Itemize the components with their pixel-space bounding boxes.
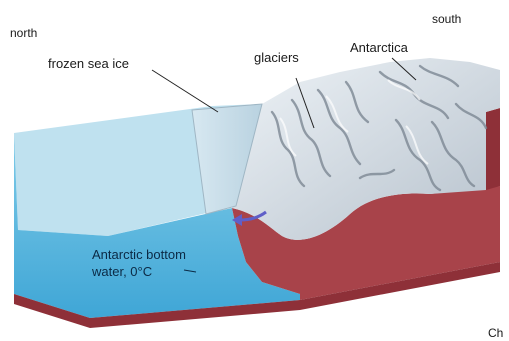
label-glaciers: glaciers [254, 50, 299, 65]
label-antarctica: Antarctica [350, 40, 408, 55]
label-north: north [10, 26, 37, 41]
leader-frozen-sea-ice [152, 70, 218, 112]
label-frozen-sea-ice: frozen sea ice [48, 56, 129, 71]
label-bottom-water-line1: Antarctic bottom [92, 246, 186, 263]
continent-side-rock [486, 108, 500, 190]
label-bottom-water-line2: water, 0°C [92, 263, 152, 280]
label-south: south [432, 12, 461, 27]
